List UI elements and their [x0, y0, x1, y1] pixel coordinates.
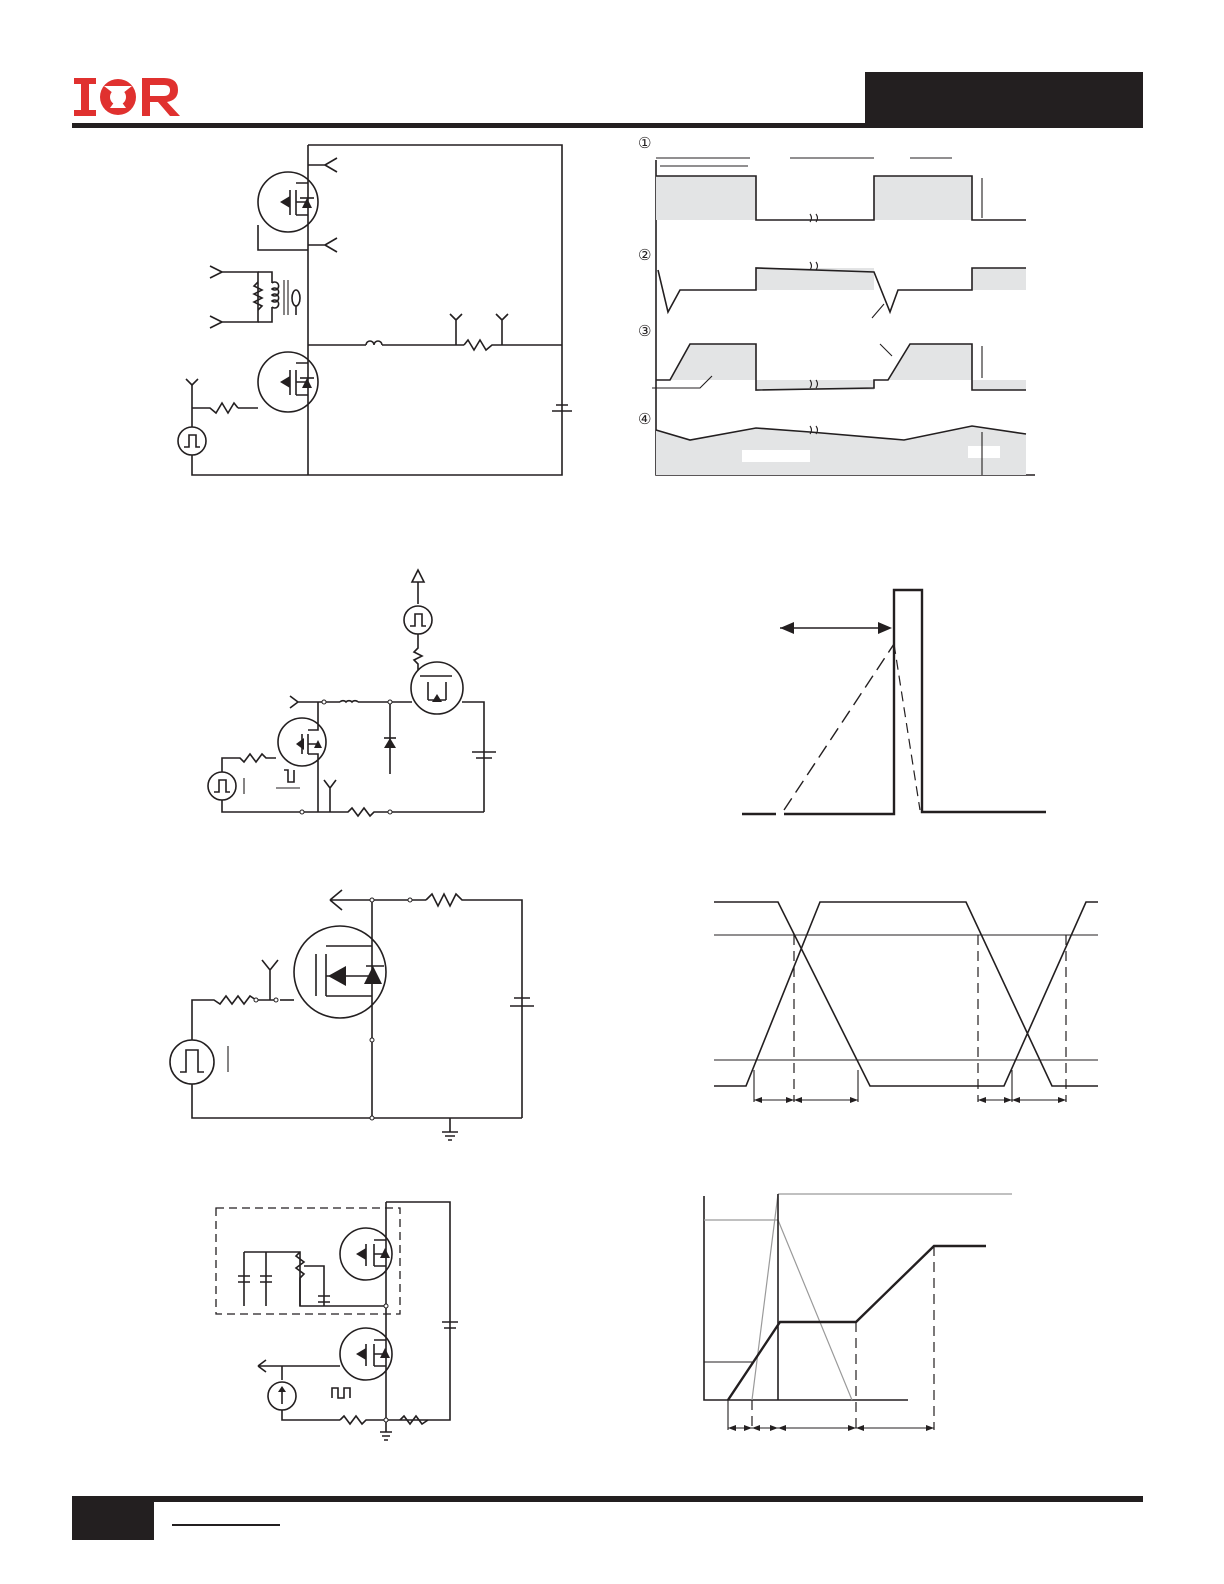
- header-bar: [865, 72, 1143, 128]
- marker-4: ④: [638, 410, 651, 428]
- lower-mosfet-symbol: [257, 351, 319, 413]
- marker-2: ②: [638, 246, 651, 264]
- upper-mosfet-symbol: [257, 171, 319, 251]
- logo-letter-i: [74, 78, 96, 116]
- current-regulator-mosfet-symbol: [339, 1227, 393, 1300]
- inductor-symbol: [365, 340, 383, 346]
- marker-3: ③: [638, 322, 651, 340]
- pulse-generator-gate-icon: [207, 771, 237, 801]
- resistor-symbol: [463, 338, 562, 352]
- logo-letter-r: [142, 78, 180, 116]
- footer-page-block: [72, 1496, 154, 1540]
- pulse-generator-switching-icon: [169, 1039, 215, 1085]
- waveform-gate-drive: [656, 175, 1026, 221]
- ior-logo: [74, 78, 180, 116]
- footer-underline: [172, 1524, 280, 1526]
- dut-mosfet-gate-charge-symbol: [339, 1327, 393, 1420]
- current-sense-transformer: [209, 265, 301, 329]
- dut-mosfet-symbol: [277, 717, 327, 770]
- switch-mosfet-symbol: [410, 661, 464, 715]
- logo-o-symbol: [100, 79, 136, 115]
- marker-1: ①: [638, 134, 651, 152]
- dut-mosfet-large-symbol: [293, 900, 387, 1118]
- waveform-diode-current: [657, 267, 1026, 319]
- waveform-diode-voltage: [652, 343, 1026, 391]
- waveform-inductor-current: [655, 425, 1027, 475]
- header-rule: [72, 123, 1143, 128]
- pulse-generator-icon: [177, 426, 207, 456]
- footer-rule: [72, 1496, 1143, 1502]
